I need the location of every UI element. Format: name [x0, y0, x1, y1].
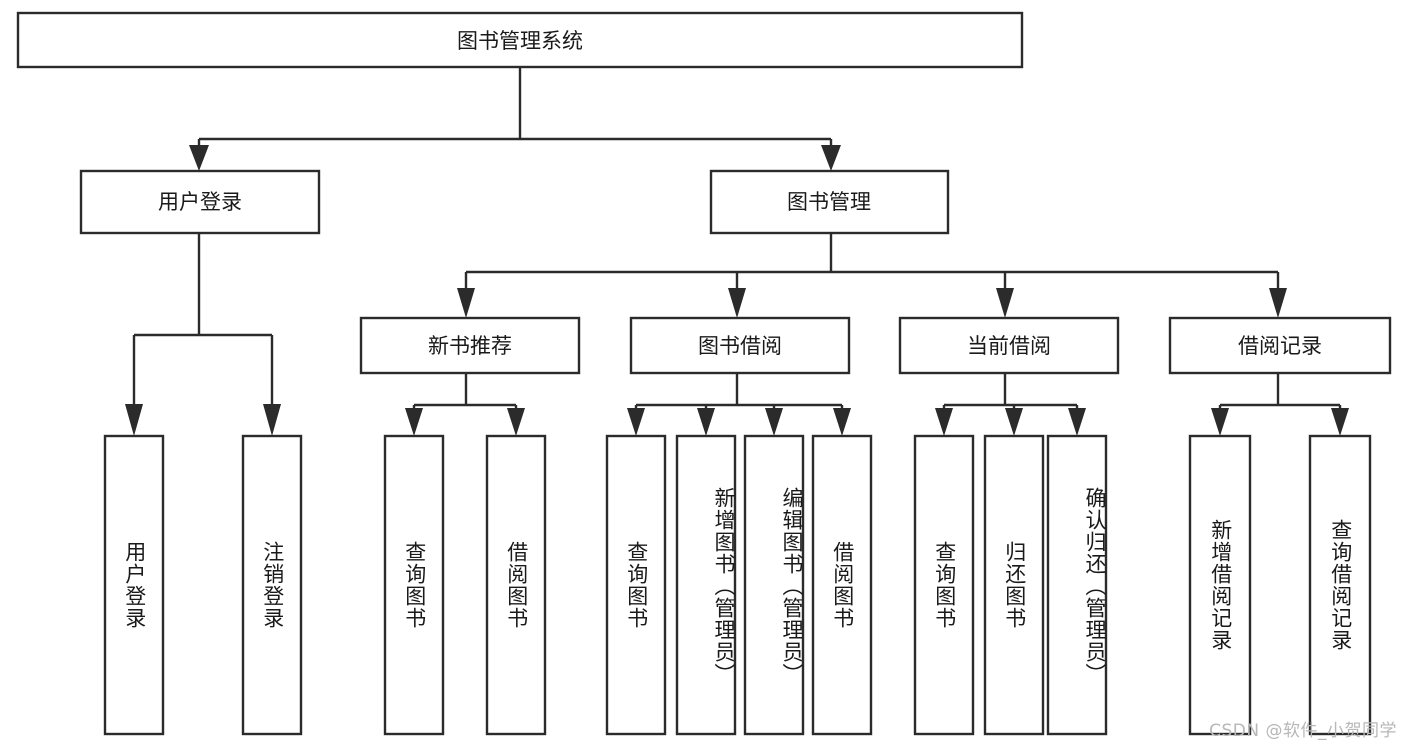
arrowhead-to-leaf-add-record	[1211, 408, 1229, 436]
arrowhead-to-new-book-node	[457, 288, 475, 318]
arrowhead-to-leaf-add-book	[697, 408, 715, 436]
node-book-management[interactable]: 图书管理	[709, 169, 950, 235]
node-box-leaf-confirm-return[interactable]	[1046, 434, 1108, 736]
node-label-borrow-records: 借阅记录	[1238, 334, 1322, 358]
arrowhead-to-leaf-borrow-book-2	[833, 408, 851, 436]
connectors-records-to-leaves	[1211, 373, 1349, 436]
node-box-current-borrow[interactable]	[898, 316, 1120, 375]
node-box-leaf-query-record[interactable]	[1308, 434, 1372, 736]
node-box-leaf-borrow-book-1[interactable]	[485, 434, 547, 736]
arrowhead-to-book-borrow-node	[728, 288, 746, 318]
node-box-leaf-user-login[interactable]	[103, 434, 165, 736]
node-box-leaf-add-record[interactable]	[1188, 434, 1252, 736]
node-book-borrow[interactable]: 图书借阅	[629, 316, 851, 375]
connectors-current-to-leaves	[935, 373, 1086, 436]
arrowhead-to-leaf-query-book-2	[627, 408, 645, 436]
node-box-leaf-query-book-1[interactable]	[383, 434, 445, 736]
connectors-bookmgmt-to-level3	[457, 233, 1287, 318]
node-borrow-records[interactable]: 借阅记录	[1168, 316, 1392, 375]
connectors-login-to-leaves	[125, 233, 281, 436]
node-box-leaf-borrow-book-2[interactable]	[811, 434, 873, 736]
node-box-leaf-user-logout[interactable]	[241, 434, 303, 736]
arrowhead-to-leaf-user-login	[125, 404, 143, 436]
connectors-root-to-level2	[189, 67, 841, 171]
node-box-user-login[interactable]	[79, 169, 321, 235]
arrowhead-to-leaf-return-book	[1005, 408, 1023, 436]
node-box-borrow-records[interactable]	[1168, 316, 1392, 375]
arrowhead-to-borrow-records-node	[1269, 288, 1287, 318]
arrowhead-to-leaf-confirm-return	[1068, 408, 1086, 436]
node-label-root-system: 图书管理系统	[457, 29, 583, 53]
connectors-newbook-to-leaves	[405, 373, 525, 436]
node-current-borrow[interactable]: 当前借阅	[898, 316, 1120, 375]
arrowhead-to-leaf-borrow-book-1	[507, 408, 525, 436]
arrowhead-to-leaf-query-record	[1331, 408, 1349, 436]
node-box-leaf-add-book[interactable]	[675, 434, 737, 736]
node-box-leaf-edit-book[interactable]	[743, 434, 805, 736]
arrowhead-to-user-login-node	[189, 145, 209, 171]
arrowhead-to-leaf-edit-book	[765, 408, 783, 436]
node-box-new-book-recommend[interactable]	[359, 316, 581, 375]
node-box-root-system[interactable]	[16, 11, 1024, 69]
node-box-leaf-return-book[interactable]	[983, 434, 1045, 736]
node-label-user-login: 用户登录	[158, 190, 242, 214]
node-box-book-management[interactable]	[709, 169, 950, 235]
connectors-borrow-to-leaves	[627, 373, 851, 436]
node-box-book-borrow[interactable]	[629, 316, 851, 375]
node-new-book-recommend[interactable]: 新书推荐	[359, 316, 581, 375]
arrowhead-to-leaf-query-book-3	[935, 408, 953, 436]
node-label-book-management: 图书管理	[787, 190, 871, 214]
node-box-leaf-query-book-2[interactable]	[605, 434, 667, 736]
arrowhead-to-leaf-user-logout	[263, 404, 281, 436]
arrowhead-to-book-management-node	[821, 145, 841, 171]
node-user-login[interactable]: 用户登录	[79, 169, 321, 235]
csdn-watermark: CSDN @软件_小贺同学	[1209, 721, 1397, 741]
node-label-book-borrow: 图书借阅	[698, 334, 782, 358]
leaf-boxes	[103, 434, 1372, 736]
node-root-system[interactable]: 图书管理系统	[16, 11, 1024, 69]
node-label-new-book-recommend: 新书推荐	[428, 334, 512, 358]
arrowhead-to-current-borrow-node	[996, 288, 1014, 318]
node-label-current-borrow: 当前借阅	[967, 334, 1051, 358]
node-box-leaf-query-book-3[interactable]	[913, 434, 975, 736]
arrowhead-to-leaf-query-book-1	[405, 408, 423, 436]
